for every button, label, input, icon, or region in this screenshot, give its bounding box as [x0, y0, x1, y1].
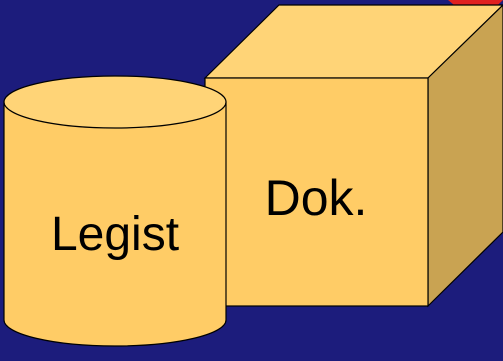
cube-front-face: [204, 77, 429, 307]
cylinder-label: Legist: [51, 208, 179, 261]
cylinder-body: [3, 101, 227, 347]
document-cube: Dok.: [203, 4, 503, 308]
database-cylinder: Legist: [3, 75, 227, 347]
cylinder-top: [3, 75, 227, 129]
cube-label: Dok.: [265, 170, 368, 226]
